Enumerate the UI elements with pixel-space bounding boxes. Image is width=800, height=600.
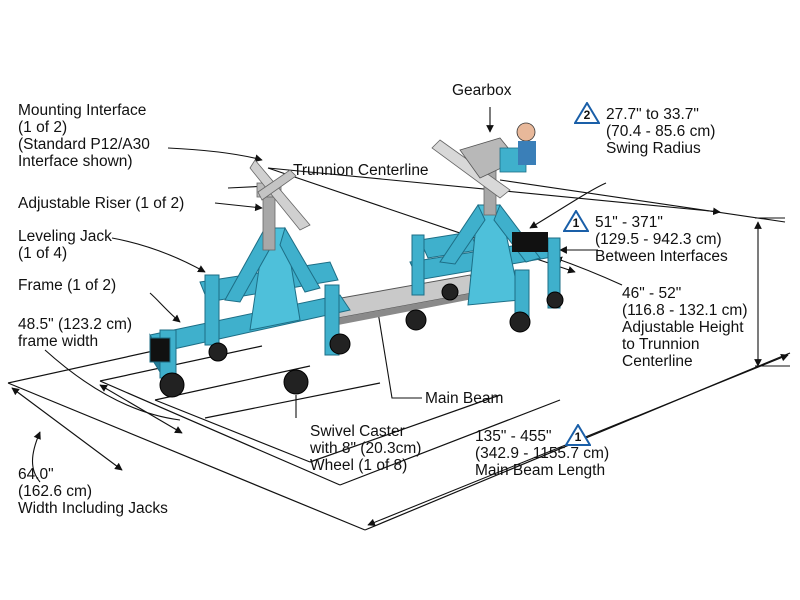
casters (159, 283, 564, 398)
leader-lines (31, 107, 623, 483)
note-number: 2 (583, 108, 591, 122)
caster-wheel (441, 283, 459, 301)
caster-wheel (329, 333, 351, 355)
label-swing-radius: 27.7" to 33.7" (70.4 - 85.6 cm) Swing Ra… (606, 106, 716, 157)
left-riser (249, 159, 311, 251)
label-mounting-interface: Mounting Interface (1 of 2) (Standard P1… (18, 102, 150, 170)
label-frame-width: 48.5" (123.2 cm) frame width (18, 316, 133, 350)
label-main-beam-length: 135" - 455" (342.9 - 1155.7 cm) Main Bea… (475, 428, 610, 479)
label-width-including-jacks: 64.0" (162.6 cm) Width Including Jacks (18, 466, 168, 517)
caster-wheel (208, 342, 228, 362)
note-number: 1 (574, 430, 582, 444)
label-adjustable-height: 46" - 52" (116.8 - 132.1 cm) Adjustable … (622, 285, 748, 370)
label-frame: Frame (1 of 2) (18, 277, 117, 294)
caster-wheel (283, 369, 309, 395)
note-triangle-2: 2 (573, 101, 601, 124)
left-frame (149, 226, 351, 379)
note-triangle-1b: 1 (564, 423, 592, 446)
note-number: 1 (572, 216, 580, 230)
main-beam (329, 274, 479, 325)
label-leveling-jack: Leveling Jack (1 of 4) (18, 228, 112, 262)
label-trunnion-centerline: Trunnion Centerline (293, 162, 429, 179)
note-triangle-1: 1 (562, 209, 590, 232)
label-adjustable-riser: Adjustable Riser (1 of 2) (18, 195, 185, 212)
label-gearbox: Gearbox (452, 82, 512, 99)
caster-wheel (546, 291, 564, 309)
caster-wheel (159, 372, 185, 398)
label-swivel-caster: Swivel Caster with 8" (20.3cm) Wheel (1 … (310, 423, 422, 474)
caster-wheel (405, 309, 427, 331)
caster-wheel (509, 311, 531, 333)
right-riser-gearbox (431, 122, 548, 252)
label-main-beam: Main Beam (425, 390, 504, 407)
label-between-interfaces: 51" - 371" (129.5 - 942.3 cm) Between In… (595, 214, 728, 265)
